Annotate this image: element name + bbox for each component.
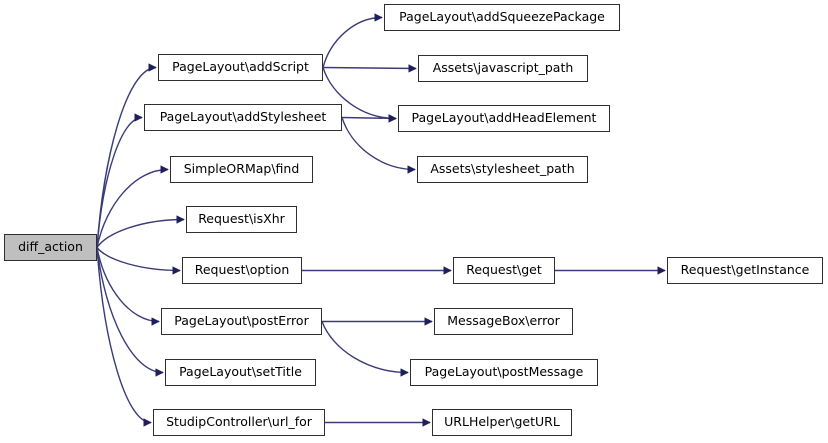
graph-node-label: PageLayout\addStylesheet [159, 109, 327, 125]
graph-node-addHeadElement[interactable]: PageLayout\addHeadElement [398, 105, 610, 132]
graph-node-stylesheet_path[interactable]: Assets\stylesheet_path [417, 156, 588, 183]
graph-node-label: Request\isXhr [198, 211, 285, 227]
graph-node-addScript[interactable]: PageLayout\addScript [158, 54, 323, 81]
graph-edge-postError-to-postMessage [321, 321, 409, 377]
graph-node-label: Assets\stylesheet_path [430, 161, 575, 177]
graph-node-url_for[interactable]: StudipController\url_for [153, 409, 325, 436]
graph-node-getInstance[interactable]: Request\getInstance [667, 257, 823, 284]
graph-edge-diff_action-to-setTitle [96, 247, 164, 377]
graph-node-label: PageLayout\postError [174, 313, 309, 329]
graph-edge-diff_action-to-addScript [96, 63, 157, 248]
graph-node-diff_action[interactable]: diff_action [4, 234, 97, 261]
graph-node-label: PageLayout\setTitle [179, 364, 302, 380]
graph-node-getURL[interactable]: URLHelper\getURL [432, 409, 572, 436]
graph-node-label: diff_action [18, 239, 83, 255]
graph-edge-diff_action-to-option [96, 247, 181, 275]
graph-node-error[interactable]: MessageBox\error [434, 308, 573, 335]
graph-edge-addScript-to-javascript_path [322, 64, 417, 73]
graph-node-label: Request\get [466, 262, 542, 278]
graph-node-label: Assets\javascript_path [432, 60, 574, 76]
graph-node-setTitle[interactable]: PageLayout\setTitle [165, 359, 316, 386]
graph-node-label: SimpleORMap\find [183, 161, 300, 177]
graph-edge-diff_action-to-addStylesheet [96, 113, 143, 248]
graph-edge-diff_action-to-url_for [96, 247, 152, 427]
graph-node-postMessage[interactable]: PageLayout\postMessage [410, 359, 598, 386]
graph-edge-diff_action-to-find [96, 165, 169, 248]
graph-node-label: MessageBox\error [447, 313, 560, 329]
graph-edge-diff_action-to-postError [96, 247, 160, 326]
graph-node-addSqueezePackage[interactable]: PageLayout\addSqueezePackage [384, 4, 620, 31]
graph-node-label: PageLayout\addSqueezePackage [399, 9, 605, 25]
graph-node-addStylesheet[interactable]: PageLayout\addStylesheet [144, 104, 342, 131]
graph-edge-diff_action-to-isXhr [96, 215, 185, 248]
graph-node-label: Request\getInstance [680, 262, 810, 278]
graph-node-postError[interactable]: PageLayout\postError [161, 308, 322, 335]
graph-node-label: PageLayout\postMessage [424, 364, 584, 380]
graph-node-label: PageLayout\addHeadElement [411, 110, 597, 126]
graph-edge-addScript-to-addSqueezePackage [322, 13, 383, 68]
graph-node-label: StudipController\url_for [166, 414, 312, 430]
graph-edge-addStylesheet-to-addHeadElement [341, 114, 397, 123]
graph-node-isXhr[interactable]: Request\isXhr [186, 206, 297, 233]
graph-node-label: PageLayout\addScript [172, 59, 309, 75]
graph-node-javascript_path[interactable]: Assets\javascript_path [418, 55, 588, 82]
graph-node-label: URLHelper\getURL [444, 414, 560, 430]
graph-node-get[interactable]: Request\get [453, 257, 555, 284]
graph-node-label: Request\option [194, 262, 290, 278]
graph-node-find[interactable]: SimpleORMap\find [170, 156, 313, 183]
graph-node-option[interactable]: Request\option [182, 257, 302, 284]
